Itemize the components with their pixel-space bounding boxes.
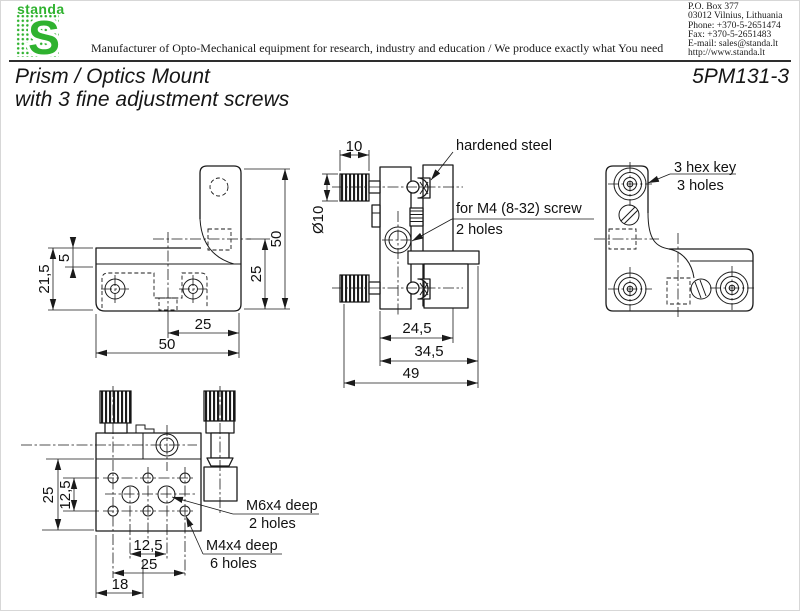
dim-hole-row-spacing: 12,5 (57, 480, 74, 509)
company-tagline: Manufacturer of Opto-Mechanical equipmen… (91, 41, 664, 55)
screw-head-icon (101, 275, 129, 303)
adjustment-knob-icon (339, 173, 370, 202)
logo-dot-grid (16, 15, 59, 57)
label-m4-screw-line2: 2 holes (456, 222, 503, 238)
screw-head-icon (179, 275, 207, 303)
header-divider (9, 60, 791, 62)
hex-screw-head-icon (608, 267, 652, 311)
product-title-line2: with 3 fine adjustment screws (15, 88, 290, 111)
contact-city: 03012 Vilnius, Lithuania (688, 11, 783, 22)
logo-s-glyph: S (28, 14, 60, 58)
standa-logo-text: standa (17, 1, 65, 17)
dim-depth3: 49 (403, 365, 420, 382)
contact-email[interactable]: E-mail: sales@standa.lt (688, 39, 779, 50)
dim-overall-height: 50 (268, 231, 285, 248)
side-view-drawing: 50 25 21,5 5 25 50 (36, 165, 290, 358)
dim-hole-col-spacing: 25 (141, 556, 158, 573)
dim-knob-width: 10 (346, 138, 363, 155)
dim-knob-diameter: Ø10 (310, 206, 327, 234)
dim-depth2: 34,5 (414, 343, 443, 360)
top-view-drawing: 25 12,5 12,5 25 18 M6x4 deep 2 holes M4x… (21, 386, 319, 598)
adjustment-knob-icon (99, 390, 132, 424)
slotted-screw-icon (618, 204, 640, 226)
adjustment-knob-icon (339, 274, 370, 303)
label-hex-key-line2: 3 holes (677, 178, 724, 194)
label-hardened-steel: hardened steel (456, 138, 552, 154)
product-title-line1: Prism / Optics Mount (15, 65, 210, 88)
dim-overall-width: 50 (159, 336, 176, 353)
contact-pobox: P.O. Box 377 (688, 2, 739, 12)
dim-axis-height: 25 (248, 266, 265, 283)
slotted-screw-icon (690, 278, 712, 300)
mount-hole-dashed (209, 177, 229, 197)
label-m4-line1: M4x4 deep (206, 538, 278, 554)
dim-depth1: 24,5 (402, 320, 431, 337)
hex-screw-head-icon (710, 266, 754, 310)
label-m6-line2: 2 holes (249, 516, 296, 532)
dim-step: 5 (56, 254, 73, 262)
contact-block: P.O. Box 377 03012 Vilnius, Lithuania Ph… (688, 2, 783, 59)
back-view-drawing: 3 hex key 3 holes (594, 160, 754, 317)
contact-website[interactable]: http://www.standa.lt (688, 48, 765, 59)
label-m6-line1: M6x4 deep (246, 498, 318, 514)
dim-arm-height: 21,5 (36, 264, 53, 293)
technical-drawing: 50 25 21,5 5 25 50 (21, 138, 754, 598)
dim-body-height: 25 (40, 487, 57, 504)
dim-width-half: 25 (195, 316, 212, 333)
part-number: 5PM131-3 (692, 65, 789, 88)
contact-fax: Fax: +370-5-2651483 (688, 29, 772, 40)
label-hex-key-line1: 3 hex key (674, 160, 737, 176)
standa-logo-icon: S (16, 14, 60, 58)
dim-knob-offset: 18 (112, 576, 129, 593)
front-view-drawing: 10 Ø10 24,5 34,5 49 hardened steel for M… (310, 138, 594, 388)
label-m4-screw-line1: for M4 (8-32) screw (456, 201, 582, 217)
label-m4-line2: 6 holes (210, 556, 257, 572)
page-title: Prism / Optics Mount with 3 fine adjustm… (15, 65, 289, 111)
dim-big-hole-spacing: 12,5 (133, 537, 162, 554)
hex-screw-head-icon (608, 162, 652, 206)
contact-phone: Phone: +370-5-2651474 (688, 20, 781, 31)
adjustment-knob-icon (203, 390, 236, 422)
